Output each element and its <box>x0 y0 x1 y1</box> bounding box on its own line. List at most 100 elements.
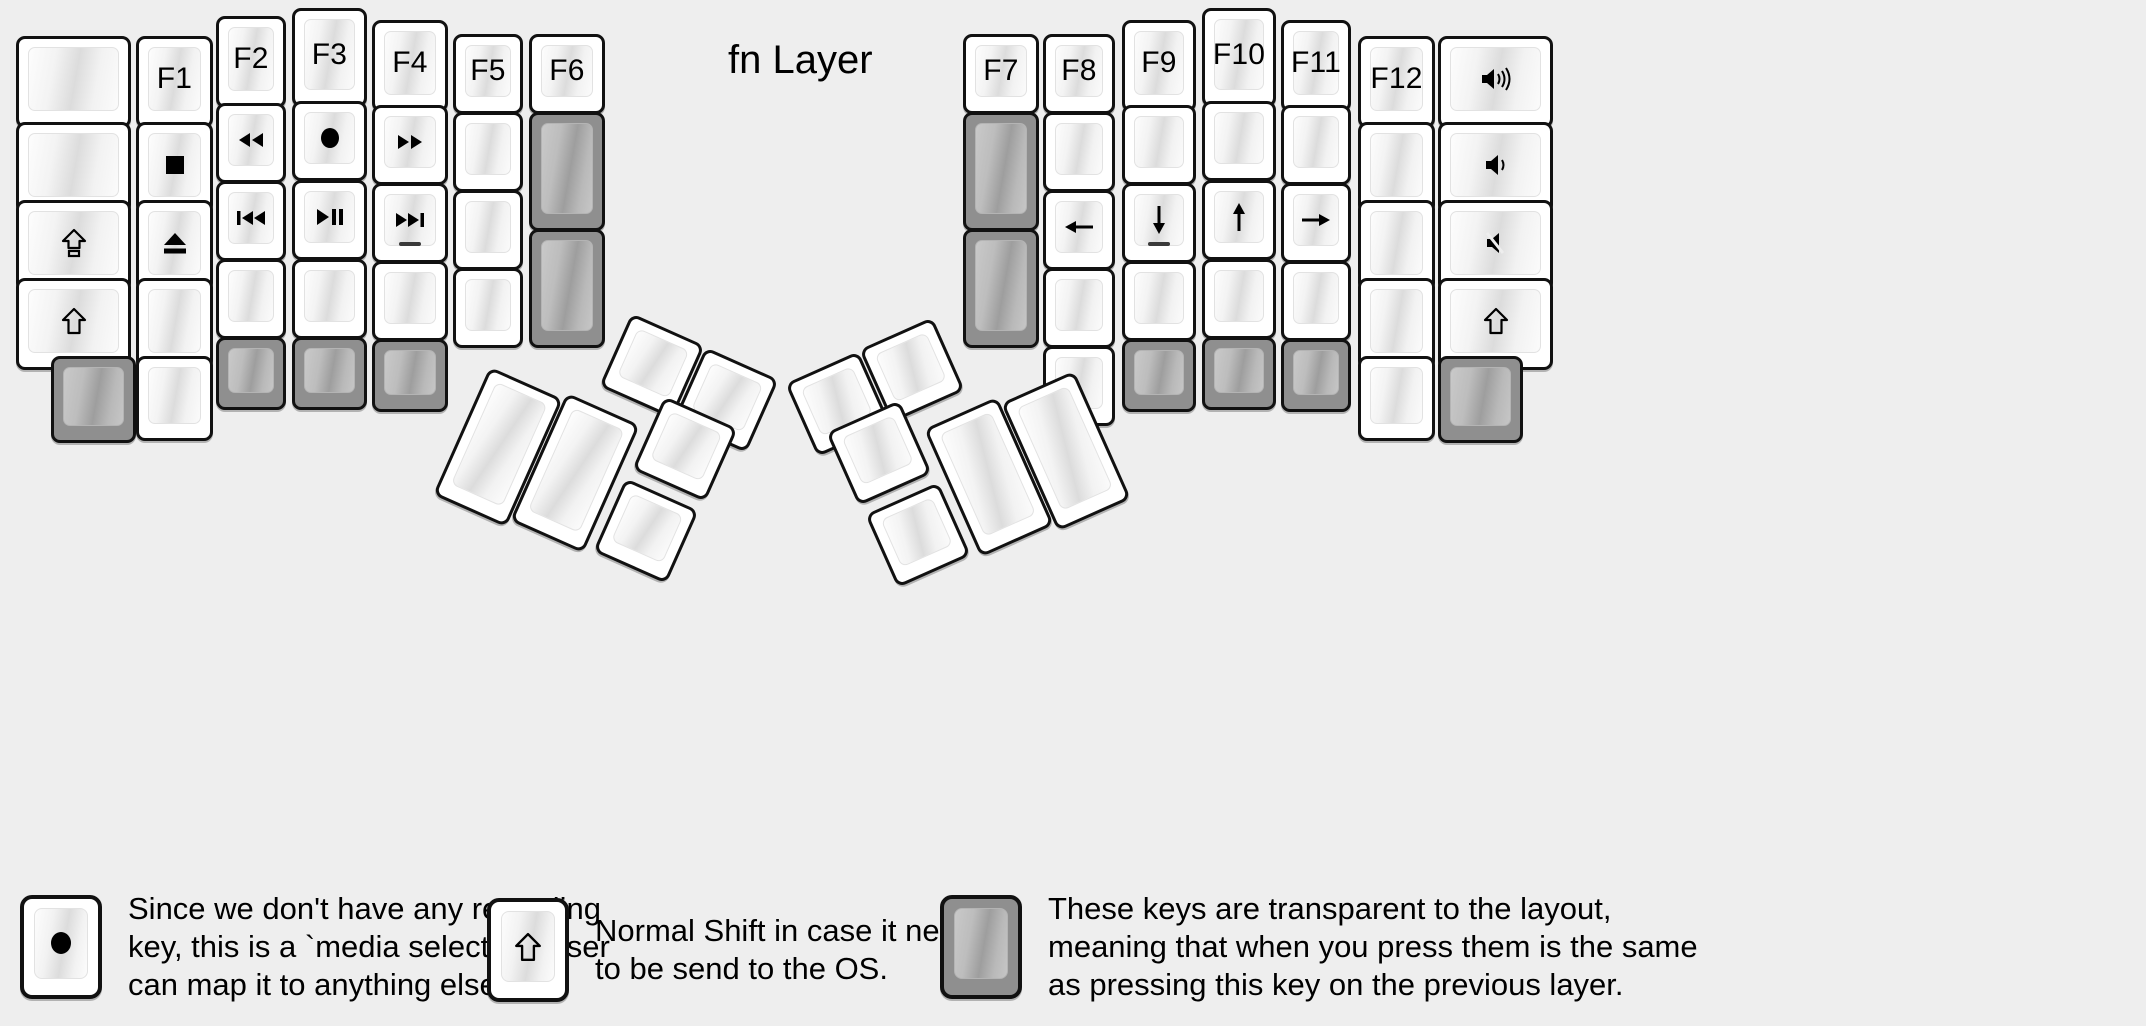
key-left-c1-r1-stop[interactable] <box>136 122 213 214</box>
key-left-c2-r3[interactable] <box>216 259 286 339</box>
key-left-c1-r3[interactable] <box>136 278 213 370</box>
key-left-c5-r1[interactable] <box>453 112 523 192</box>
key-right-c6-r0-volume-up[interactable] <box>1438 36 1553 128</box>
shift-icon <box>1483 307 1509 335</box>
arrow-right-icon <box>1300 208 1332 232</box>
key-right-c1-r1[interactable] <box>1043 112 1115 192</box>
key-left-c0-r2-capslock[interactable] <box>16 200 131 292</box>
key-left-c2-r0-f2[interactable]: F2 <box>216 16 286 108</box>
key-right-c0-r2-transparent-tall[interactable] <box>963 229 1039 348</box>
keycap-top <box>1450 133 1541 197</box>
key-right-c1-r3[interactable] <box>1043 268 1115 348</box>
key-right-c2-r2-arrow-down[interactable] <box>1122 183 1196 263</box>
keycap-top: F4 <box>384 31 436 95</box>
keycap-top <box>384 194 436 246</box>
key-right-c5-r1[interactable] <box>1358 122 1435 214</box>
key-right-c4-r3[interactable] <box>1281 261 1351 341</box>
keycap-top <box>1134 272 1184 324</box>
key-left-c4-r0-f4[interactable]: F4 <box>372 20 448 112</box>
key-left-c1-r4[interactable] <box>136 356 213 441</box>
key-left-c4-r3[interactable] <box>372 261 448 341</box>
key-left-c6-r2-transparent-tall[interactable] <box>529 229 605 348</box>
key-right-c3-r2-arrow-up[interactable] <box>1202 180 1276 260</box>
keycap-top <box>63 367 124 426</box>
key-right-c0-r0-f7[interactable]: F7 <box>963 34 1039 114</box>
key-left-c3-r1-record[interactable] <box>292 101 367 181</box>
key-right-c6-r3-shift[interactable] <box>1438 278 1553 370</box>
key-right-c3-r3[interactable] <box>1202 259 1276 339</box>
key-left-c3-r2-play-pause[interactable] <box>292 180 367 260</box>
key-right-c5-r2[interactable] <box>1358 200 1435 292</box>
keycap-top <box>1214 191 1264 243</box>
keycap-top <box>148 133 201 197</box>
homing-bump-indicator <box>1148 242 1170 246</box>
key-left-c4-r1-fast-forward[interactable] <box>372 105 448 185</box>
media-previous-icon <box>235 208 267 228</box>
key-right-c4-r1[interactable] <box>1281 105 1351 185</box>
legend-key-transparent <box>940 894 1022 999</box>
keycap-top <box>148 211 201 275</box>
key-left-c3-r0-f3[interactable]: F3 <box>292 8 367 107</box>
homing-bump-indicator <box>399 242 421 246</box>
key-right-c2-r3[interactable] <box>1122 261 1196 341</box>
key-left-c2-r4-transparent[interactable] <box>216 337 286 410</box>
key-right-c3-r0-f10[interactable]: F10 <box>1202 8 1276 107</box>
key-left-c5-r3[interactable] <box>453 268 523 348</box>
keycap-top <box>501 911 555 982</box>
keycap-top <box>1214 348 1264 393</box>
keycap-top <box>1370 289 1423 353</box>
key-right-c2-r4-transparent[interactable] <box>1122 339 1196 412</box>
volume-mute-icon <box>1483 230 1509 256</box>
keycap-top <box>465 123 511 175</box>
key-left-c1-r0-f1[interactable]: F1 <box>136 36 213 128</box>
arrow-down-icon <box>1147 204 1171 236</box>
key-left-c3-r4-transparent[interactable] <box>292 337 367 410</box>
key-right-c5-r4[interactable] <box>1358 356 1435 441</box>
key-right-c2-r1[interactable] <box>1122 105 1196 185</box>
keycap-top: F10 <box>1213 19 1265 90</box>
keycap-top <box>228 192 274 244</box>
key-right-c1-r2-arrow-left[interactable] <box>1043 190 1115 270</box>
key-right-c0-r1-transparent-tall[interactable] <box>963 112 1039 231</box>
key-left-c0-r3-shift[interactable] <box>16 278 131 370</box>
key-right-c3-r1[interactable] <box>1202 101 1276 181</box>
key-right-c6-r2-volume-mute[interactable] <box>1438 200 1553 292</box>
key-right-c6-r1-volume-down[interactable] <box>1438 122 1553 214</box>
key-right-c5-r3[interactable] <box>1358 278 1435 370</box>
legend-text-transparent: These keys are transparent to the layout… <box>1048 891 1698 1002</box>
keycap-top <box>1055 201 1103 253</box>
key-right-c6-r4-transparent[interactable] <box>1438 356 1523 443</box>
key-left-c4-r4-transparent[interactable] <box>372 339 448 412</box>
keycap-top <box>541 240 593 331</box>
key-right-c3-r4-transparent[interactable] <box>1202 337 1276 410</box>
keycap-top <box>880 497 953 568</box>
key-right-c1-r0-f8[interactable]: F8 <box>1043 34 1115 114</box>
media-record-icon <box>318 126 342 150</box>
keycap-top: F6 <box>541 45 593 97</box>
key-label: F6 <box>549 54 585 87</box>
key-left-c0-r0[interactable] <box>16 36 131 128</box>
key-right-c4-r0-f11[interactable]: F11 <box>1281 20 1351 112</box>
key-right-c4-r2-arrow-right[interactable] <box>1281 183 1351 263</box>
key-left-c5-r2[interactable] <box>453 190 523 270</box>
keycap-top <box>1370 133 1423 197</box>
keycap-top <box>28 133 119 197</box>
key-right-c2-r0-f9[interactable]: F9 <box>1122 20 1196 112</box>
key-left-c2-r1-rewind[interactable] <box>216 103 286 183</box>
media-next-icon <box>394 210 426 230</box>
key-left-c6-r0-f6[interactable]: F6 <box>529 34 605 114</box>
keycap-top <box>1055 123 1103 175</box>
key-left-c0-r4-transparent[interactable] <box>51 356 136 443</box>
key-label: F11 <box>1290 46 1342 79</box>
key-left-c4-r2-next[interactable] <box>372 183 448 263</box>
key-left-c2-r2-previous[interactable] <box>216 181 286 261</box>
keycap-top <box>148 367 201 424</box>
key-right-c5-r0-f12[interactable]: F12 <box>1358 36 1435 128</box>
key-left-c3-r3[interactable] <box>292 259 367 339</box>
keycap-top <box>304 348 355 393</box>
keycap-top <box>28 211 119 275</box>
key-left-c5-r0-f5[interactable]: F5 <box>453 34 523 114</box>
key-right-c4-r4-transparent[interactable] <box>1281 339 1351 412</box>
key-left-c6-r1-transparent-tall[interactable] <box>529 112 605 231</box>
media-record-icon <box>48 930 74 956</box>
